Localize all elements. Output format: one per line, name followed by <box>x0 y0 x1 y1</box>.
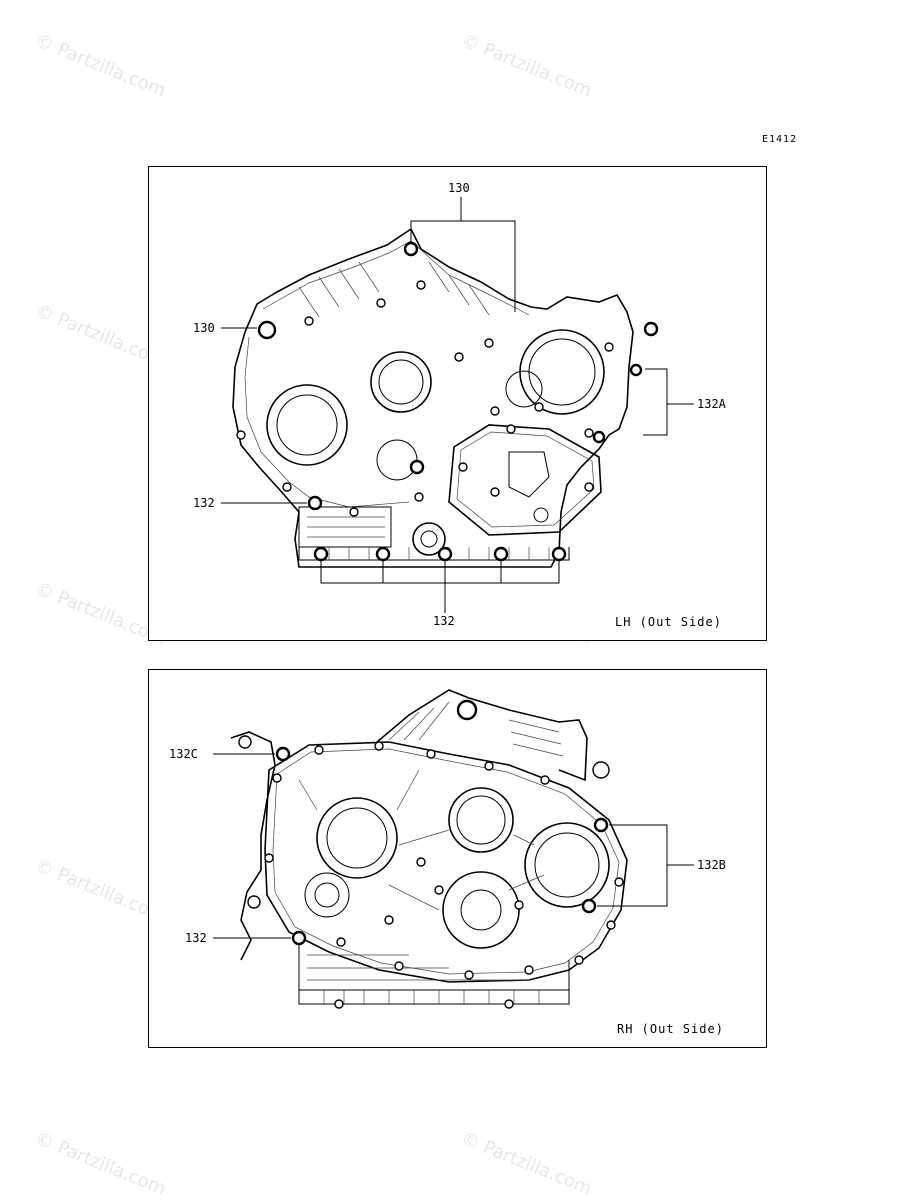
crankcase-lh-drawing: 130 130 132A 132 132 <box>193 181 727 628</box>
watermark: © Partzilla.com <box>458 30 595 102</box>
callout-132c: 132C <box>169 747 198 761</box>
watermark: © Partzilla.com <box>32 1128 169 1200</box>
panel-rh-out-side: 132C 132B 132 RH (Out Side) <box>148 669 767 1048</box>
callout-132b: 132B <box>697 858 726 872</box>
callout-130-top: 130 <box>448 181 470 195</box>
callout-132a: 132A <box>697 397 727 411</box>
panel-lh-out-side: 130 130 132A 132 132 LH (Out Side) <box>148 166 767 641</box>
side-label-rh: RH (Out Side) <box>617 1022 724 1036</box>
watermark: © Partzilla.com <box>458 1128 595 1200</box>
crankcase-rh-drawing: 132C 132B 132 <box>169 689 726 1009</box>
diagram-code: E1412 <box>762 134 798 145</box>
callout-132-left: 132 <box>193 496 215 510</box>
callout-132-bottom: 132 <box>433 614 455 628</box>
callout-130-left: 130 <box>193 321 215 335</box>
callout-132-left: 132 <box>185 931 207 945</box>
watermark: © Partzilla.com <box>32 30 169 102</box>
side-label-lh: LH (Out Side) <box>615 615 722 629</box>
